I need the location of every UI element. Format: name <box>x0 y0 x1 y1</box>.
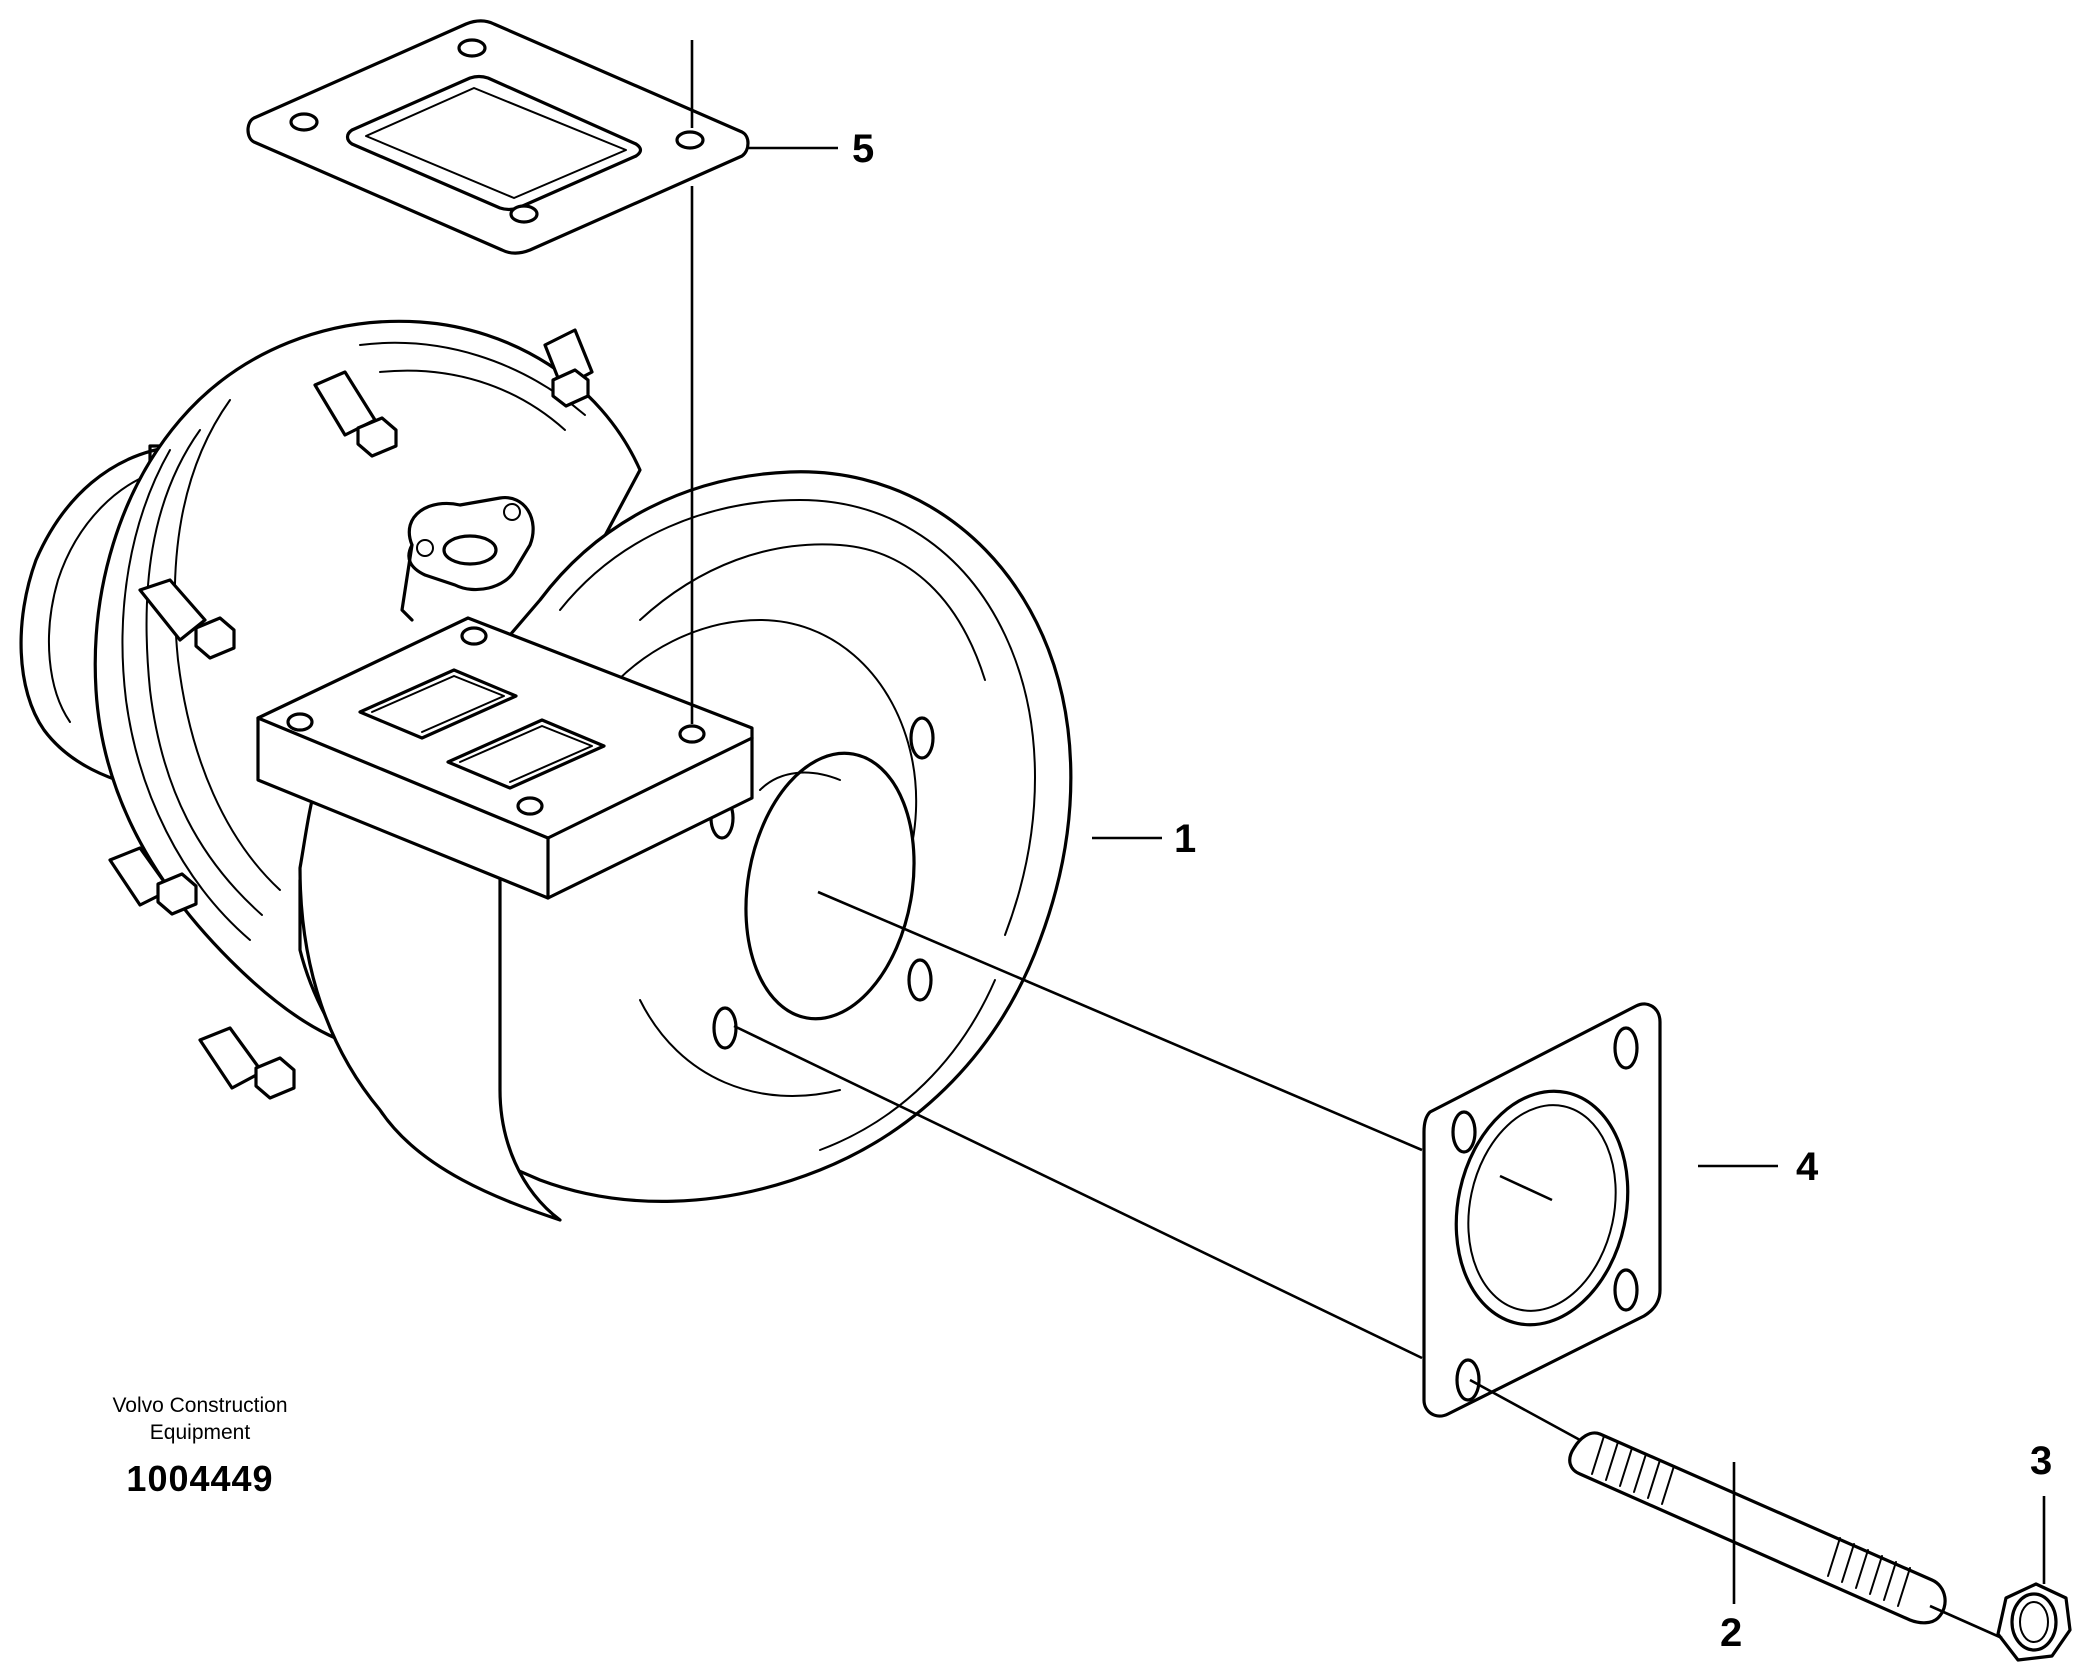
bolt-top-right <box>543 328 594 408</box>
stud-thread-right <box>1827 1537 1911 1607</box>
housing-bolts <box>108 328 594 1100</box>
callout-label-4: 4 <box>1796 1145 1819 1189</box>
assembly-line-outlet-center <box>817 890 1423 1152</box>
drawing-number: 1004449 <box>126 1458 274 1499</box>
drawing-caption: Volvo Construction Equipment 1004449 <box>60 1392 340 1500</box>
callout-label-3: 3 <box>2030 1439 2052 1483</box>
stud-thread-left <box>1591 1435 1675 1505</box>
exhaust-inlet-flange <box>256 616 754 1222</box>
assembly-line-stud-to-nut <box>1929 1604 2003 1640</box>
outlet-flange-gasket <box>1422 1002 1662 1418</box>
callout-label-2: 2 <box>1720 1611 1742 1655</box>
assembly-line-gasket-to-stud <box>1469 1378 1581 1442</box>
exhaust-port-left <box>358 668 518 740</box>
stud-bolt <box>1568 1431 1947 1625</box>
assembly-lines <box>690 40 2003 1640</box>
turbocharger <box>19 319 1073 1222</box>
bolt-bottom <box>198 1026 296 1100</box>
hex-nut <box>1996 1582 2072 1662</box>
bolt-top-left <box>313 370 398 458</box>
oil-flange <box>400 496 535 622</box>
bolt-left-lower <box>108 846 198 916</box>
turbine-outlet <box>744 751 916 1021</box>
bolt-left-upper <box>138 578 236 660</box>
upper-flange-gasket <box>246 19 750 255</box>
company-name-line-2: Equipment <box>149 1421 251 1444</box>
exhaust-port-right <box>446 718 606 790</box>
assembly-line-gasket-center <box>1499 1174 1553 1202</box>
callout-label-5: 5 <box>852 127 874 171</box>
company-name-line-1: Volvo Construction <box>112 1394 288 1417</box>
callout-label-1: 1 <box>1174 817 1196 861</box>
callouts: 1 2 3 4 5 <box>748 127 2052 1655</box>
assembly-line-stud-hole <box>733 1024 1423 1360</box>
